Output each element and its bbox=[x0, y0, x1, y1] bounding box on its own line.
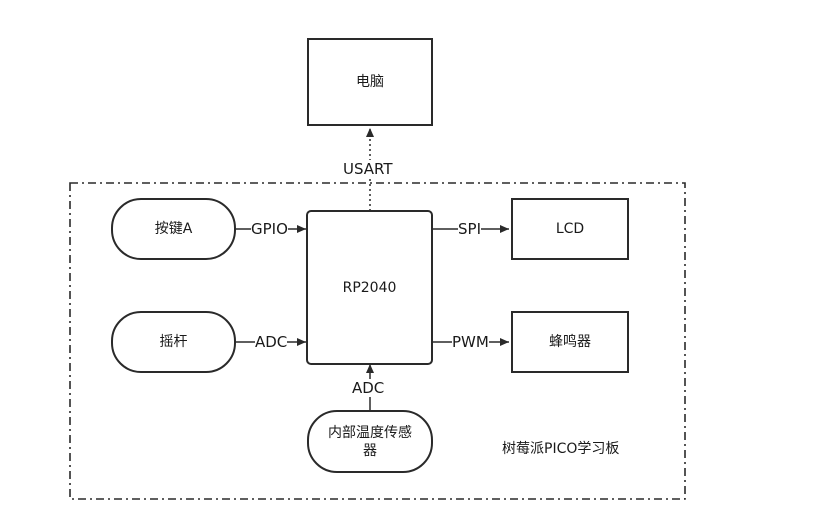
computer-label: 电脑 bbox=[356, 74, 384, 90]
pwm-edge-label: PWM bbox=[452, 333, 489, 351]
joystick-node: 摇杆 bbox=[111, 311, 236, 373]
buzzer-label: 蜂鸣器 bbox=[549, 334, 591, 350]
buzzer-node: 蜂鸣器 bbox=[511, 311, 629, 373]
lcd-node: LCD bbox=[511, 198, 629, 260]
lcd-label: LCD bbox=[555, 221, 585, 237]
spi-edge-label: SPI bbox=[458, 220, 481, 238]
usart-edge-label: USART bbox=[343, 160, 393, 178]
mcu-label: RP2040 bbox=[342, 279, 397, 296]
board-boundary bbox=[69, 182, 686, 500]
adc-joystick-edge-label: ADC bbox=[255, 333, 288, 351]
button-label: 按键A bbox=[154, 221, 193, 237]
computer-node: 电脑 bbox=[307, 38, 433, 126]
temp-sensor-node: 内部温度传感器 bbox=[307, 410, 433, 473]
button-node: 按键A bbox=[111, 198, 236, 260]
temp-sensor-label: 内部温度传感器 bbox=[328, 424, 412, 459]
board-label: 树莓派PICO学习板 bbox=[502, 440, 620, 458]
joystick-label: 摇杆 bbox=[159, 334, 188, 350]
gpio-edge-label: GPIO bbox=[251, 220, 288, 238]
mcu-node: RP2040 bbox=[306, 210, 433, 365]
adc-sensor-edge-label: ADC bbox=[352, 379, 385, 397]
